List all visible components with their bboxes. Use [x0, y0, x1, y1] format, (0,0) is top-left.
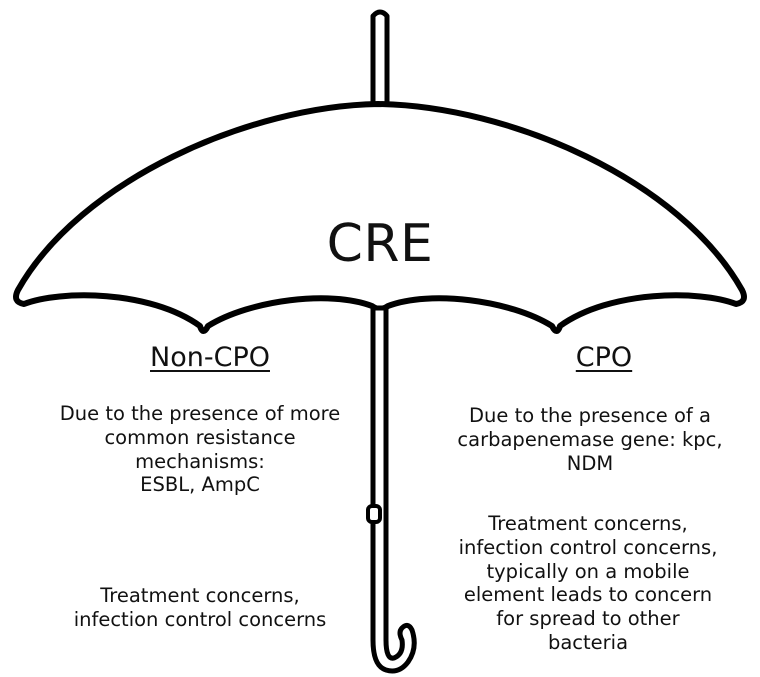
non-cpo-heading: Non-CPO — [100, 342, 320, 375]
umbrella-collar — [368, 506, 380, 522]
umbrella-tip — [373, 12, 387, 110]
cpo-concerns: Treatment concerns, infection control co… — [418, 512, 758, 655]
cpo-heading: CPO — [504, 342, 704, 375]
cpo-description: Due to the presence of a carbapenemase g… — [420, 404, 760, 475]
non-cpo-concerns: Treatment concerns, infection control co… — [22, 584, 378, 632]
umbrella-shaft — [373, 308, 414, 671]
diagram-title: CRE — [290, 218, 470, 270]
non-cpo-description: Due to the presence of more common resis… — [22, 402, 378, 497]
